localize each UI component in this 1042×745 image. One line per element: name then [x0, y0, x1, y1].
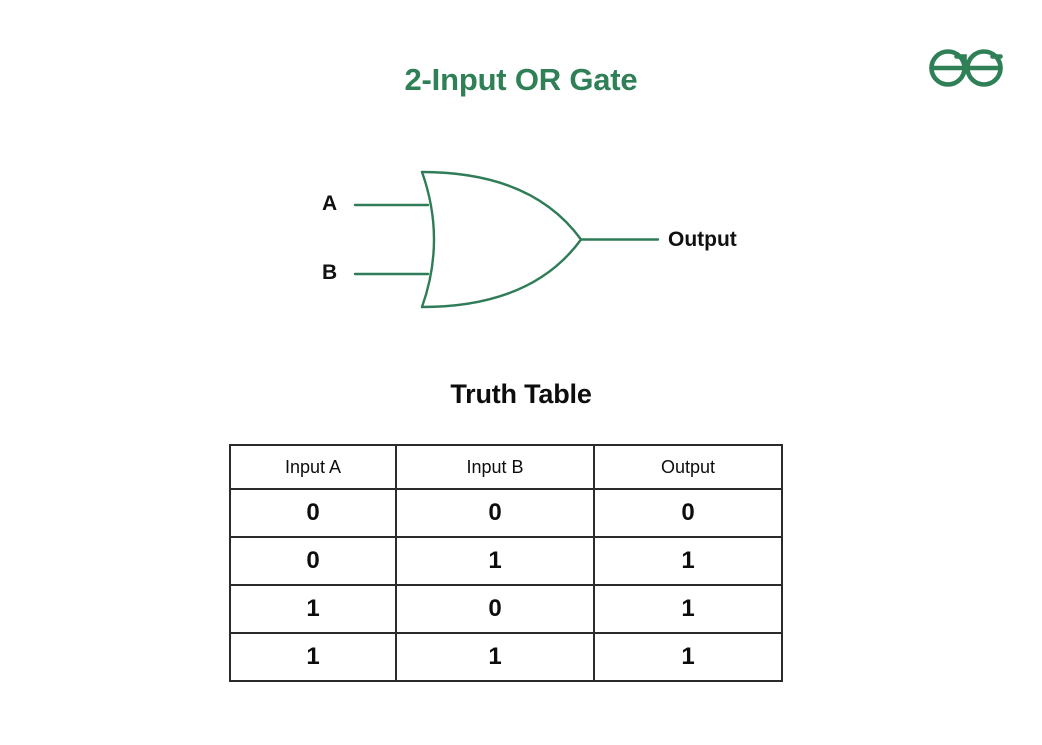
column-header-output: Output — [593, 444, 783, 490]
cell-input-b: 1 — [395, 536, 595, 586]
column-header-input-a: Input A — [229, 444, 397, 490]
gate-body-arc — [420, 170, 583, 309]
cell-output: 0 — [593, 488, 783, 538]
table-row: 1 1 1 — [229, 632, 783, 682]
table-row: 1 0 1 — [229, 584, 783, 634]
cell-output: 1 — [593, 584, 783, 634]
input-b-label: B — [322, 261, 338, 284]
gate-back-arc — [420, 170, 436, 309]
or-gate-diagram: A B Output — [300, 155, 800, 330]
cell-output: 1 — [593, 536, 783, 586]
table-row: 0 0 0 — [229, 488, 783, 538]
output-label: Output — [668, 228, 737, 251]
cell-input-a: 1 — [229, 632, 397, 682]
cell-output: 1 — [593, 632, 783, 682]
input-a-label: A — [322, 192, 338, 215]
truth-table: Input A Input B Output 0 0 0 0 1 1 1 0 1… — [229, 444, 783, 682]
table-header-row: Input A Input B Output — [229, 444, 783, 490]
cell-input-b: 0 — [395, 584, 595, 634]
cell-input-a: 0 — [229, 536, 397, 586]
cell-input-a: 1 — [229, 584, 397, 634]
page-title: 2-Input OR Gate — [404, 62, 638, 97]
or-gate-svg — [353, 170, 660, 309]
truth-table-heading: Truth Table — [450, 379, 592, 409]
geeksforgeeks-logo-glyph — [929, 49, 1003, 87]
column-header-input-b: Input B — [395, 444, 595, 490]
cell-input-b: 1 — [395, 632, 595, 682]
cell-input-a: 0 — [229, 488, 397, 538]
table-row: 0 1 1 — [229, 536, 783, 586]
geeksforgeeks-logo — [926, 44, 1006, 92]
cell-input-b: 0 — [395, 488, 595, 538]
